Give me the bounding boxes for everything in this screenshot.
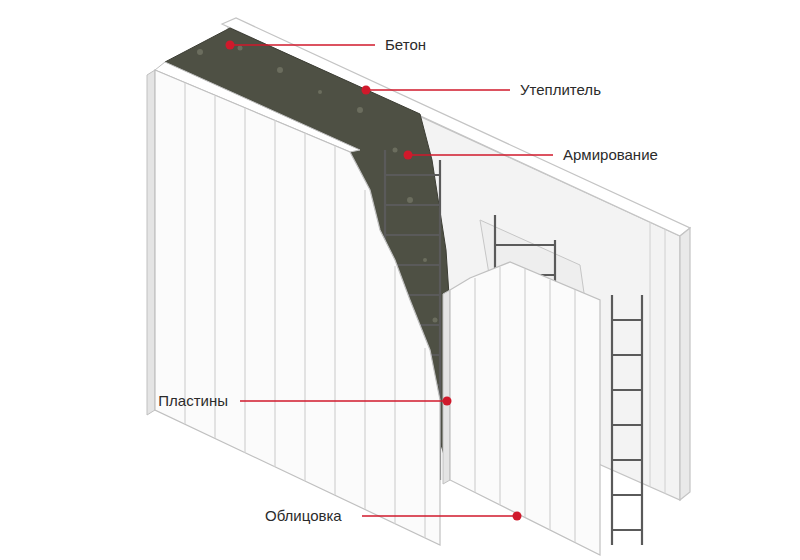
panel-groove xyxy=(304,133,305,481)
concrete-grain xyxy=(433,318,438,323)
panel-groove xyxy=(364,190,365,509)
rebar-rungs xyxy=(612,320,642,530)
leader-dot xyxy=(226,41,235,50)
part-label: Утеплитель xyxy=(520,81,601,99)
part-label: Бетон xyxy=(385,36,426,54)
panel-groove xyxy=(499,267,500,505)
leader-line xyxy=(362,515,517,517)
panel-groove xyxy=(424,348,425,538)
panel-grooves xyxy=(185,83,425,538)
panel-groove xyxy=(574,290,575,542)
leader-dot xyxy=(513,512,522,521)
facing-grooves xyxy=(475,267,575,542)
concrete-grain xyxy=(238,46,243,51)
panel-groove xyxy=(274,120,275,467)
part-label: Армирование xyxy=(563,146,658,164)
leader-line xyxy=(366,89,510,91)
panel-groove xyxy=(474,278,475,492)
label-holder: Облицовка xyxy=(265,507,342,525)
panel-groove xyxy=(214,96,215,438)
rear-groove xyxy=(650,222,651,487)
panel-groove xyxy=(184,83,185,424)
concrete-grain xyxy=(277,67,283,73)
concrete-grain xyxy=(197,49,203,55)
part-label: Пластины xyxy=(158,392,228,410)
label-holder: Бетон xyxy=(385,36,426,54)
front-panel xyxy=(155,70,440,545)
panel-groove xyxy=(394,266,395,524)
panel-groove xyxy=(524,269,525,517)
concrete-grain xyxy=(318,90,322,94)
leader-dot xyxy=(443,397,452,406)
leader-line xyxy=(240,400,447,402)
part-label: Облицовка xyxy=(265,507,342,525)
rebar-bar xyxy=(611,295,613,545)
leader-dots xyxy=(226,41,522,521)
leader-line xyxy=(408,154,553,156)
concrete-grain xyxy=(423,258,427,262)
concrete-grain xyxy=(393,148,398,153)
leader-dot xyxy=(404,151,413,160)
facing-piece-side xyxy=(443,290,450,484)
concrete-grain xyxy=(407,197,413,203)
rear-panel-end xyxy=(680,228,690,500)
leaders xyxy=(230,45,553,516)
leader-dot xyxy=(362,86,371,95)
label-holder: Утеплитель xyxy=(520,81,601,99)
rebar-bar xyxy=(641,295,643,545)
panel-groove xyxy=(334,146,335,495)
panel-groove xyxy=(549,280,550,530)
facing-piece xyxy=(450,262,600,555)
rear-groove xyxy=(665,229,666,494)
concrete-grain xyxy=(357,107,363,113)
front-panel-side xyxy=(147,70,155,415)
label-holder: Пластины xyxy=(158,392,228,410)
label-holder: Армирование xyxy=(563,146,658,164)
leader-line xyxy=(230,44,375,46)
